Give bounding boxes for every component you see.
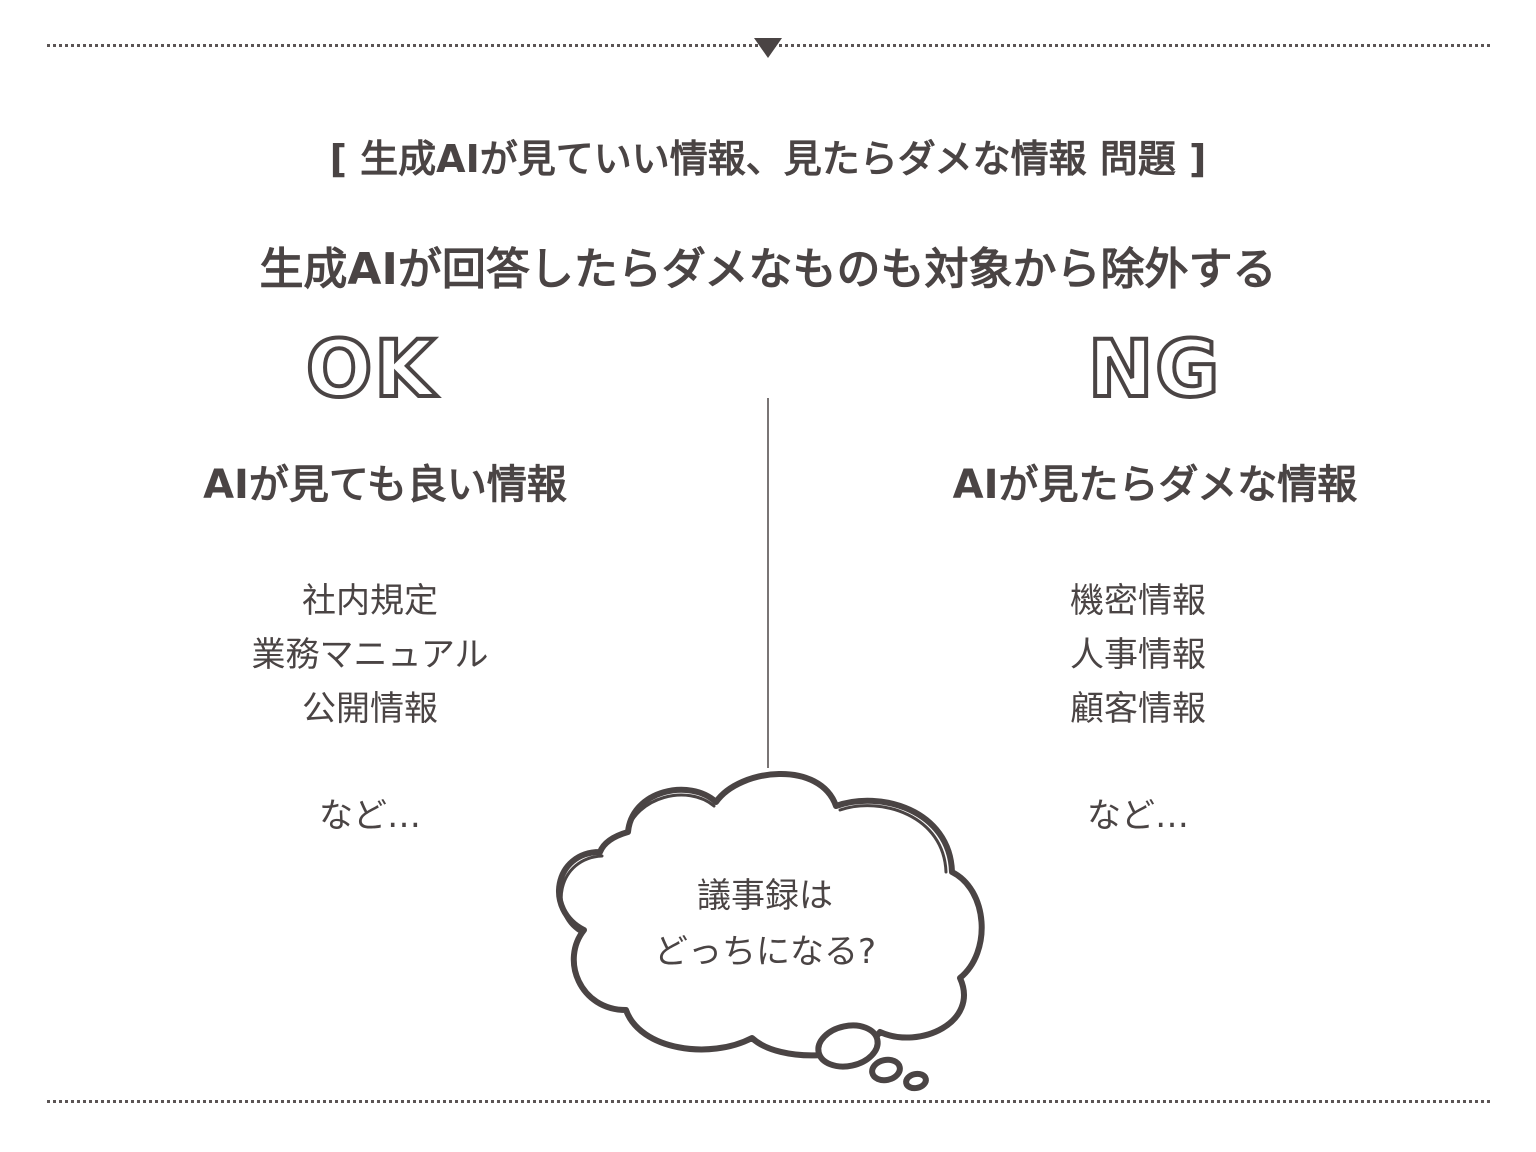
list-item: 社内規定: [200, 574, 540, 628]
main-title: 生成AIが回答したらダメなものも対象から除外する: [0, 233, 1536, 297]
bottom-dotted-divider: [47, 1100, 1490, 1103]
list-item: 人事情報: [968, 628, 1308, 682]
section-heading: [ 生成AIが見ていい情報、見たらダメな情報 問題 ]: [0, 128, 1536, 183]
ng-etc-text: など…: [1038, 788, 1238, 837]
down-triangle-icon: [754, 38, 782, 58]
list-item: 公開情報: [200, 682, 540, 736]
thought-bubble-text: 議事録は どっちになる?: [600, 868, 930, 980]
ng-label: NG: [1088, 325, 1221, 415]
ok-item-list: 社内規定 業務マニュアル 公開情報: [200, 574, 540, 736]
thought-line-1: 議事録は: [600, 868, 930, 924]
ng-item-list: 機密情報 人事情報 顧客情報: [968, 574, 1308, 736]
list-item: 業務マニュアル: [200, 628, 540, 682]
list-item: 機密情報: [968, 574, 1308, 628]
ng-column-heading: AIが見たらダメな情報: [920, 452, 1390, 510]
ok-column-heading: AIが見ても良い情報: [150, 452, 620, 510]
ok-label: OK: [306, 325, 437, 415]
thought-line-2: どっちになる?: [600, 924, 930, 980]
ok-etc-text: など…: [270, 788, 470, 837]
center-vertical-divider: [767, 398, 769, 768]
list-item: 顧客情報: [968, 682, 1308, 736]
